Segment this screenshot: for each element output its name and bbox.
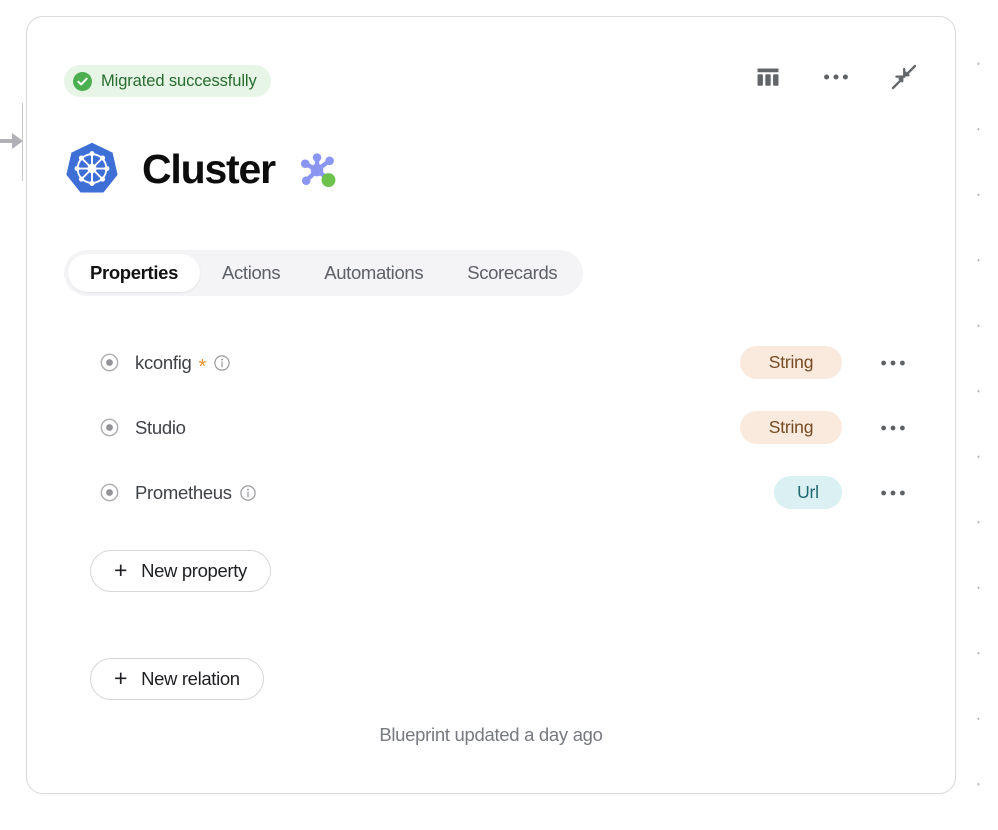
page-title-row: Cluster bbox=[64, 141, 339, 197]
property-name: Prometheus bbox=[135, 481, 232, 503]
status-badge: Migrated successfully bbox=[64, 65, 271, 97]
header-actions bbox=[753, 62, 919, 92]
property-info: kconfig * bbox=[100, 351, 740, 378]
table-view-button[interactable] bbox=[753, 62, 783, 92]
tab-automations-label: Automations bbox=[324, 262, 424, 283]
blueprint-updated-note: Blueprint updated a day ago bbox=[379, 724, 603, 745]
row-more-options-button[interactable] bbox=[876, 348, 910, 378]
tab-automations[interactable]: Automations bbox=[302, 254, 445, 292]
row-more-options-button[interactable] bbox=[876, 413, 910, 443]
new-relation-label: New relation bbox=[141, 668, 240, 689]
plus-icon: + bbox=[114, 664, 128, 691]
plus-icon: + bbox=[114, 556, 128, 583]
tab-scorecards-label: Scorecards bbox=[467, 262, 558, 283]
blueprint-card: Migrated successfully bbox=[26, 16, 956, 794]
kubernetes-logo-icon bbox=[66, 142, 118, 193]
status-badge-label: Migrated successfully bbox=[101, 71, 257, 90]
tab-properties[interactable]: Properties bbox=[68, 254, 201, 292]
ellipsis-icon bbox=[881, 490, 905, 495]
radio-dot-icon bbox=[100, 353, 119, 372]
connector-arrow-icon bbox=[0, 133, 23, 149]
property-info: Prometheus bbox=[100, 482, 774, 504]
more-options-button[interactable] bbox=[821, 62, 851, 92]
card-header: Migrated successfully bbox=[27, 17, 955, 127]
new-property-button[interactable]: + New property bbox=[90, 550, 271, 592]
table-columns-icon bbox=[757, 68, 779, 86]
connector-line bbox=[22, 103, 23, 181]
tab-properties-label: Properties bbox=[90, 262, 179, 283]
info-icon[interactable] bbox=[214, 354, 231, 371]
table-row[interactable]: kconfig * String bbox=[64, 330, 920, 395]
info-icon[interactable] bbox=[240, 484, 256, 501]
tab-bar: Properties Actions Automations Scorecard… bbox=[64, 250, 584, 296]
property-meta: String bbox=[740, 346, 910, 379]
radio-dot-icon bbox=[100, 418, 119, 437]
ellipsis-icon bbox=[824, 74, 848, 80]
status-badge: Url bbox=[774, 476, 842, 509]
property-info: Studio bbox=[100, 417, 740, 439]
tab-actions-label: Actions bbox=[222, 262, 281, 283]
status-badge: String bbox=[740, 346, 842, 379]
new-relation-button[interactable]: + New relation bbox=[90, 658, 264, 700]
check-circle-icon bbox=[73, 71, 92, 91]
node-graph-icon bbox=[300, 153, 336, 187]
status-badge: String bbox=[740, 411, 842, 444]
table-row[interactable]: Prometheus Url bbox=[64, 460, 920, 525]
new-property-label: New property bbox=[141, 560, 247, 581]
collapse-button[interactable] bbox=[889, 62, 919, 92]
ellipsis-icon bbox=[881, 360, 905, 365]
page-title: Cluster bbox=[142, 145, 276, 192]
property-name: kconfig bbox=[135, 351, 192, 373]
table-row[interactable]: Studio String bbox=[64, 395, 920, 460]
property-meta: Url bbox=[774, 476, 910, 509]
collapse-arrows-icon bbox=[891, 64, 917, 90]
property-name: Studio bbox=[135, 416, 186, 438]
tab-actions[interactable]: Actions bbox=[200, 254, 302, 292]
tab-scorecards[interactable]: Scorecards bbox=[445, 254, 579, 292]
required-marker: * bbox=[198, 355, 207, 378]
properties-list: kconfig * String bbox=[64, 330, 920, 525]
radio-dot-icon bbox=[100, 483, 119, 502]
property-meta: String bbox=[740, 411, 910, 444]
ellipsis-icon bbox=[881, 425, 905, 430]
row-more-options-button[interactable] bbox=[876, 478, 910, 508]
